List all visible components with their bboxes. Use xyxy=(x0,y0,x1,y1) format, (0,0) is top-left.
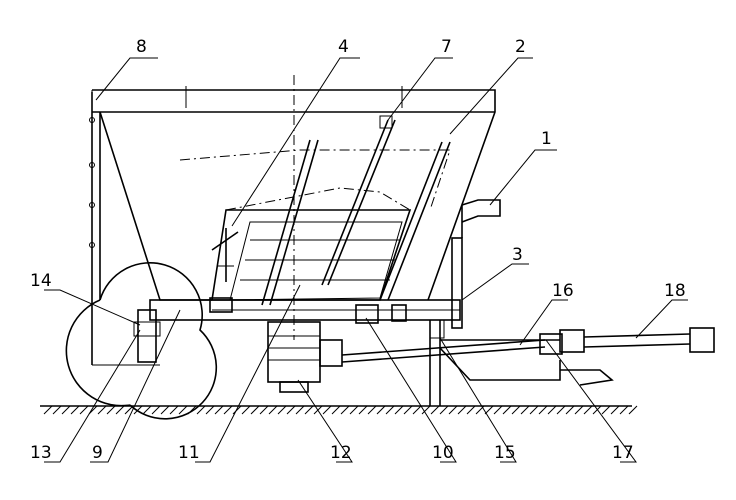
ground-hatch xyxy=(448,405,458,415)
motor xyxy=(267,321,343,393)
ground-hatch xyxy=(61,405,71,415)
ground-hatch xyxy=(277,405,287,415)
ground-hatch xyxy=(142,405,152,415)
ground-hatch xyxy=(529,405,539,415)
label-1: 1 xyxy=(541,129,552,149)
ground-hatch xyxy=(502,405,512,415)
label-4: 4 xyxy=(338,37,349,57)
ground-hatch xyxy=(160,405,170,415)
ground-hatch xyxy=(367,405,377,415)
ground-hatch xyxy=(304,405,314,415)
ground-hatch xyxy=(52,405,62,415)
ground-hatch xyxy=(169,405,179,415)
label-18: 18 xyxy=(664,281,686,301)
ground-hatch xyxy=(538,405,548,415)
front-frame xyxy=(89,92,101,365)
ground-hatch xyxy=(628,405,638,415)
ground xyxy=(40,405,638,415)
callout-labels: 8 4 7 2 1 3 16 18 14 13 9 11 12 10 15 17 xyxy=(30,37,686,463)
ground-hatch xyxy=(286,405,296,415)
ground-hatch xyxy=(466,405,476,415)
ground-hatch xyxy=(511,405,521,415)
ground-hatch xyxy=(520,405,530,415)
ground-hatch xyxy=(133,405,143,415)
ground-hatch xyxy=(97,405,107,415)
ground-hatch xyxy=(385,405,395,415)
leader-lines xyxy=(44,57,688,463)
chassis xyxy=(149,297,461,324)
ground-hatch xyxy=(403,405,413,415)
ground-hatch xyxy=(223,405,233,415)
ground-hatch xyxy=(196,405,206,415)
ground-hatch xyxy=(241,405,251,415)
label-7: 7 xyxy=(441,37,452,57)
ground-hatch xyxy=(358,405,368,415)
ground-hatch xyxy=(115,405,125,415)
ground-hatch xyxy=(412,405,422,415)
label-11: 11 xyxy=(178,443,200,463)
label-16: 16 xyxy=(552,281,574,301)
label-15: 15 xyxy=(494,443,516,463)
ground-hatch xyxy=(70,405,80,415)
ground-hatch xyxy=(376,405,386,415)
ground-hatch xyxy=(601,405,611,415)
wheel xyxy=(65,262,218,420)
ground-hatch xyxy=(457,405,467,415)
ground-hatch xyxy=(592,405,602,415)
ground-hatch xyxy=(106,405,116,415)
label-8: 8 xyxy=(136,37,147,57)
ground-hatch xyxy=(430,405,440,415)
ground-hatch xyxy=(556,405,566,415)
ground-hatch xyxy=(421,405,431,415)
label-3: 3 xyxy=(512,245,523,265)
ground-hatch xyxy=(610,405,620,415)
label-10: 10 xyxy=(432,443,454,463)
ground-hatch xyxy=(322,405,332,415)
label-2: 2 xyxy=(515,37,526,57)
label-14: 14 xyxy=(30,271,52,291)
ground-hatch xyxy=(259,405,269,415)
ground-hatch xyxy=(214,405,224,415)
label-9: 9 xyxy=(92,443,103,463)
ground-hatch xyxy=(250,405,260,415)
ground-hatch xyxy=(43,405,53,415)
ground-hatch xyxy=(178,405,188,415)
ground-hatch xyxy=(493,405,503,415)
ground-hatch xyxy=(394,405,404,415)
right-upright xyxy=(429,199,501,406)
ground-hatch xyxy=(79,405,89,415)
ground-hatch xyxy=(151,405,161,415)
label-13: 13 xyxy=(30,443,52,463)
ground-hatch xyxy=(547,405,557,415)
mixer-box xyxy=(179,149,451,301)
lever xyxy=(211,228,239,282)
ground-hatch xyxy=(574,405,584,415)
ground-hatch xyxy=(295,405,305,415)
ground-hatch xyxy=(205,405,215,415)
ground-hatch xyxy=(439,405,449,415)
label-17: 17 xyxy=(612,443,634,463)
ground-hatch xyxy=(565,405,575,415)
ground-hatch xyxy=(349,405,359,415)
ground-hatch xyxy=(331,405,341,415)
ground-hatch xyxy=(340,405,350,415)
ground-hatch xyxy=(583,405,593,415)
drive-shaft xyxy=(341,327,715,386)
label-12: 12 xyxy=(330,443,352,463)
ground-hatch xyxy=(268,405,278,415)
ground-hatch xyxy=(619,405,629,415)
